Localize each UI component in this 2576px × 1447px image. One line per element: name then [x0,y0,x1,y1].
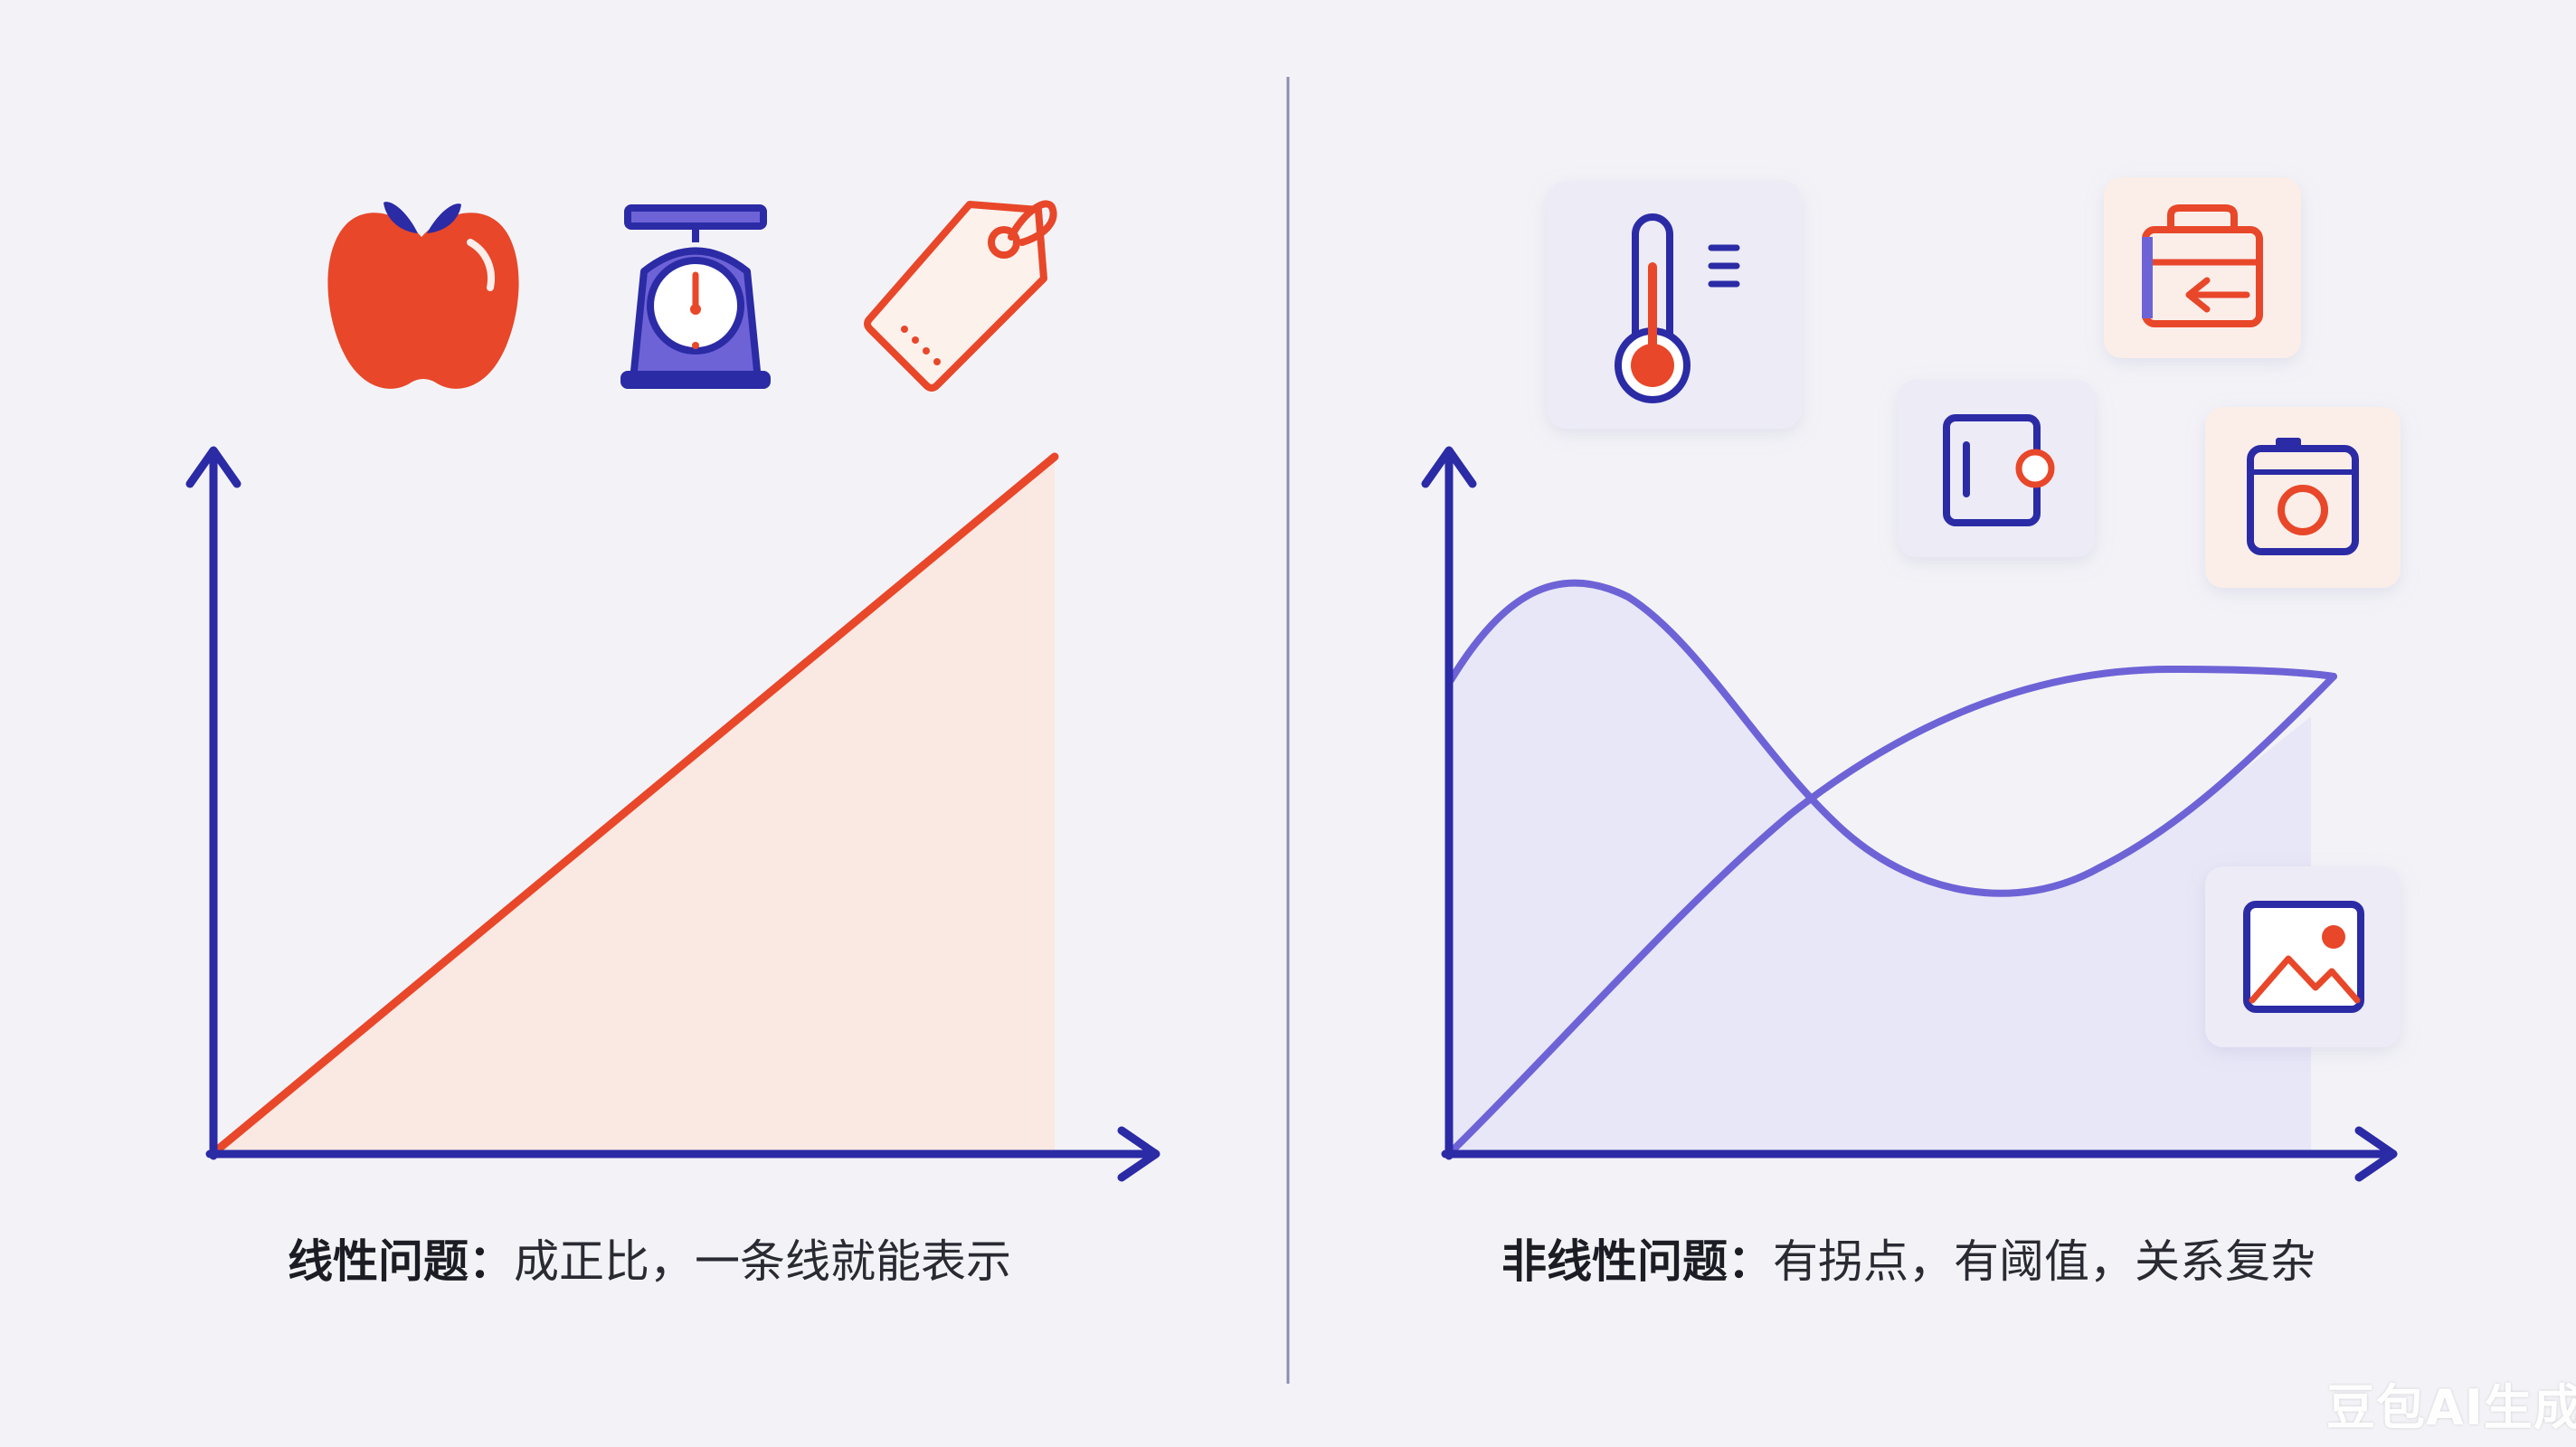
nonlinear-curve-rising [1447,665,2337,1156]
apple-icon [327,202,519,389]
nonlinear-y-axis [1421,446,1477,1160]
nonlinear-area-fill [1451,582,2311,1154]
linear-caption: 线性问题：成正比，一条线就能表示 [288,1239,1011,1284]
thermometer-icon [1547,181,1802,429]
linear-y-axis [185,446,242,1160]
linear-line [209,452,1059,1158]
price-tag-icon [864,200,1057,392]
linear-caption-text: 成正比，一条线就能表示 [514,1235,1011,1288]
nonlinear-curve-wave [1447,579,2337,897]
linear-panel [185,200,1160,1182]
nonlinear-caption-text: 有拐点，有阈值，关系复杂 [1773,1235,2316,1288]
watermark-text: 豆包AI生成 [2326,1379,2576,1436]
briefcase-icon [2104,177,2301,358]
nonlinear-x-axis [1441,1126,2398,1182]
linear-x-axis [205,1126,1160,1182]
nonlinear-panel [1421,177,2401,1182]
nonlinear-caption: 非线性问题：有拐点，有阈值，关系复杂 [1501,1239,2316,1284]
kitchen-scale-icon [620,204,771,389]
wallet-icon [1898,380,2095,557]
nonlinear-caption-title: 非线性问题： [1501,1235,1773,1288]
camera-icon [2205,407,2401,588]
linear-caption-title: 线性问题： [288,1235,514,1288]
image-icon [2205,866,2401,1047]
